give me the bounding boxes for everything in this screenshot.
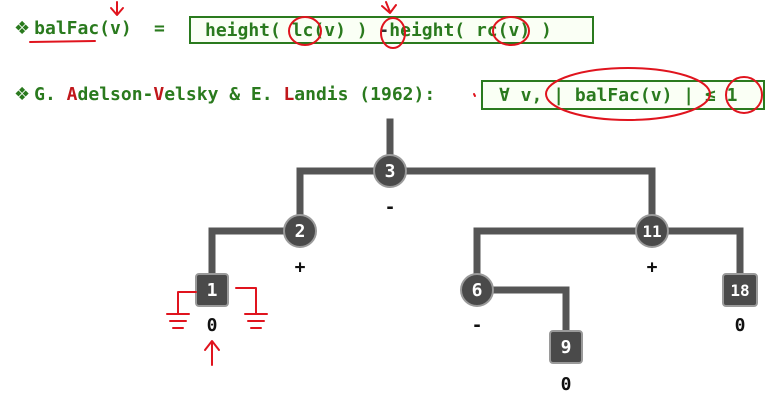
node-9: 9 [549,330,583,364]
up-arrow-icon [204,340,220,366]
node-2: 2 [283,214,317,248]
edge-11-18 [663,227,744,293]
node-11: 11 [635,214,669,248]
letter-v: V [153,84,165,105]
factor-3: - [385,197,396,218]
factor-11: + [647,257,658,278]
tree-nodes: 3 2 11 1 6 18 9 [195,154,758,364]
node-3: 3 [373,154,407,188]
underline-stroke [29,40,96,43]
avl-condition-box: ∀ v, | balFac(v) | ≤ 1 [481,80,765,110]
formula-height-right: height( [389,19,466,41]
null-child-left-stroke [166,291,197,329]
diamond-bullet-icon: ❖ [14,84,31,105]
avl-attribution-line: ❖G. Adelson-Velsky & E. Landis (1962): [14,84,435,105]
letter-a: A [66,84,78,105]
node-key-6: 6 [472,280,483,301]
author-initial-g: G. [34,84,56,105]
edge-11-6 [473,227,641,293]
circle-abs-stroke [545,67,711,121]
node-key-2: 2 [295,221,306,242]
balfac-definition-line: ❖balFac(v) [14,18,132,39]
formula-minus: - [378,19,390,41]
edge-2-1 [208,227,289,293]
letter-l: L [283,84,295,105]
edge-3-11 [401,167,656,234]
formula-v-left: (v) ) [313,19,368,41]
node-key-11: 11 [642,222,661,241]
bound-one: 1 [726,84,738,106]
balfac-formula-box: height( lc(v) ) -height( rc(v) ) [189,16,594,44]
factor-6: - [472,315,483,336]
circle-rc-stroke [492,16,530,46]
circle-minus-stroke [380,17,406,49]
node-key-3: 3 [385,161,396,182]
forall-v: ∀ v, [499,84,543,106]
equals-sign: = [154,18,165,39]
node-key-1: 1 [207,280,218,301]
formula-rc: rc [475,19,498,41]
circle-lc-stroke [288,16,322,46]
balfac-arg: (v) [99,18,132,39]
formula-lc: lc [291,19,314,41]
node-1: 1 [195,273,229,307]
balance-factor-labels: - + + 0 - 0 0 [207,197,746,395]
diamond-bullet-icon: ❖ [14,18,31,39]
factor-18: 0 [735,315,746,336]
null-child-right-stroke [235,287,268,329]
node-18: 18 [722,273,758,307]
down-arrow-icon [381,1,397,14]
balfac-term: balFac [34,18,100,39]
node-key-9: 9 [561,337,572,358]
circle-one-stroke [725,76,763,114]
dot-stroke [473,93,476,97]
red-annotations [29,1,763,366]
node-key-18: 18 [730,281,749,300]
edge-6-9 [488,286,570,351]
edge-3-2 [296,167,379,234]
down-arrow-icon [110,1,124,16]
name-andis: andis (1962): [294,84,436,105]
factor-9: 0 [561,374,572,395]
factor-1: 0 [207,315,218,336]
node-6: 6 [460,273,494,307]
formula-height-left: height( [205,19,281,41]
abs-balfac: | balFac(v) | [553,84,695,106]
name-elsky: elsky & E. [164,84,273,105]
factor-2: + [295,257,306,278]
name-delson: delson- [77,84,154,105]
tree-edges [208,118,744,351]
formula-v-right: (v) ) [497,19,552,41]
